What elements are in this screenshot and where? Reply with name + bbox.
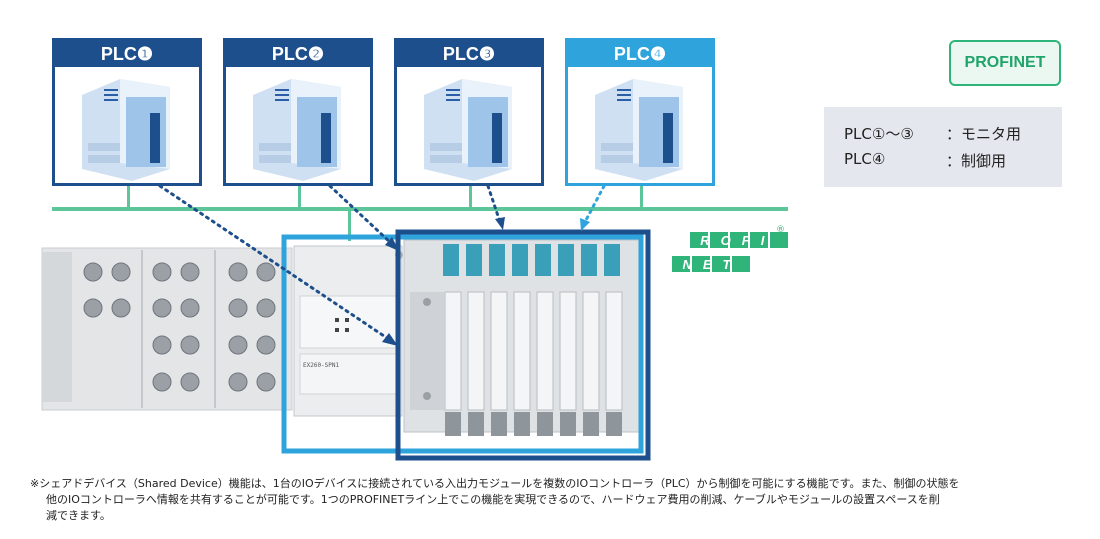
bus-drop-plc3	[469, 186, 472, 207]
bus-drop-device	[348, 211, 351, 241]
profinet-badge: PROFINET	[949, 40, 1061, 86]
plc-box-1: PLC❶	[52, 38, 202, 186]
monitor-arrows	[158, 184, 502, 342]
plc-label: PLC❹	[568, 41, 712, 67]
server-icon	[253, 79, 341, 181]
legend-box: PLC①〜③ ：モニタ用 PLC④ ：制御用	[824, 107, 1062, 187]
legend-desc: ：モニタ用	[946, 125, 1022, 143]
device-label: EX260-SPN1	[303, 362, 340, 369]
server-icon	[595, 79, 683, 181]
footnote-line: 減できます。	[46, 509, 111, 522]
legend-desc: ：制御用	[946, 152, 1007, 170]
legend-row-monitor: PLC①〜③ ：モニタ用	[844, 123, 1021, 144]
svg-text:NET: NET	[683, 257, 742, 272]
svg-text:®: ®	[776, 225, 785, 235]
server-icon	[82, 79, 170, 181]
valve-frame	[395, 229, 651, 461]
plc-label: PLC❷	[226, 41, 370, 67]
legend-term: PLC①〜③	[844, 125, 914, 143]
plc-box-4: PLC❹	[565, 38, 715, 186]
bus-drop-plc2	[298, 186, 301, 207]
footnote-line: ※シェアドデバイス（Shared Device）機能は、1台のIOデバイスに接続…	[30, 477, 960, 490]
svg-text:PROFI: PROFI	[681, 233, 776, 248]
bus-drop-plc4	[640, 186, 643, 207]
bus-drop-plc1	[127, 186, 130, 207]
plc-label: PLC❸	[397, 41, 541, 67]
plc-label: PLC❶	[55, 41, 199, 67]
server-icon	[424, 79, 512, 181]
si-unit	[293, 245, 403, 417]
plc-box-2: PLC❷	[223, 38, 373, 186]
valve-manifold	[403, 239, 641, 436]
footnote-line: 他のIOコントローラへ情報を共有することが可能です。1つのPROFINETライン…	[46, 493, 940, 506]
footnote: ※シェアドデバイス（Shared Device）機能は、1台のIOデバイスに接続…	[30, 476, 1080, 524]
legend-term: PLC④	[844, 150, 886, 168]
network-bus-line	[52, 207, 788, 211]
profinet-logo: PROFI NET ®	[672, 225, 788, 272]
io-modules	[41, 247, 293, 411]
plc-box-3: PLC❸	[394, 38, 544, 186]
si-unit-frame	[281, 234, 644, 454]
control-arrow	[583, 184, 606, 224]
legend-row-control: PLC④ ：制御用	[844, 150, 1006, 170]
